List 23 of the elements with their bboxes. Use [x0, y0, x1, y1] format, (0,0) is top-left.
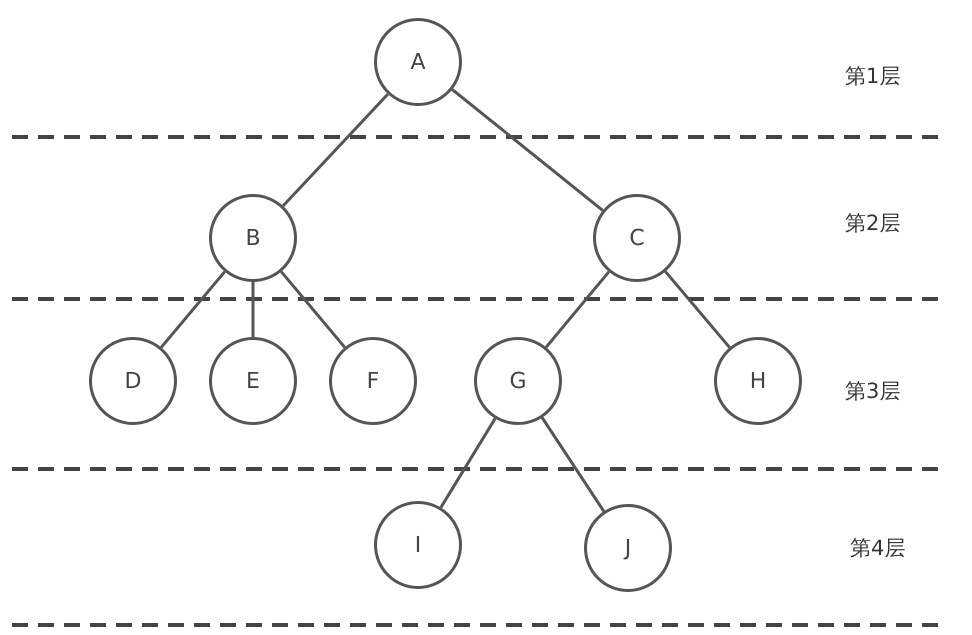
- connector-line: [540, 416, 606, 512]
- node-label: G: [509, 368, 527, 394]
- connector-line: [440, 418, 496, 508]
- node-label: I: [414, 532, 422, 558]
- node-label: C: [629, 226, 645, 250]
- connector-line: [664, 270, 731, 348]
- level-label: 第2层: [845, 210, 900, 237]
- connector-line: [545, 270, 610, 348]
- node-label: J: [624, 536, 632, 560]
- connector-line: [280, 270, 346, 348]
- connector-line: [252, 282, 254, 337]
- node-label: B: [245, 226, 261, 250]
- node-label: H: [750, 368, 766, 394]
- connector-line: [282, 93, 389, 207]
- node-label: A: [410, 50, 426, 74]
- level-label: 第1层: [845, 63, 900, 90]
- connector-line: [160, 270, 226, 348]
- level-label: 第4层: [850, 535, 906, 562]
- node-label: D: [124, 368, 142, 394]
- connector-line: [451, 88, 604, 212]
- level-label: 第3层: [845, 378, 900, 405]
- node-label: E: [246, 368, 260, 394]
- node-label: F: [366, 368, 380, 394]
